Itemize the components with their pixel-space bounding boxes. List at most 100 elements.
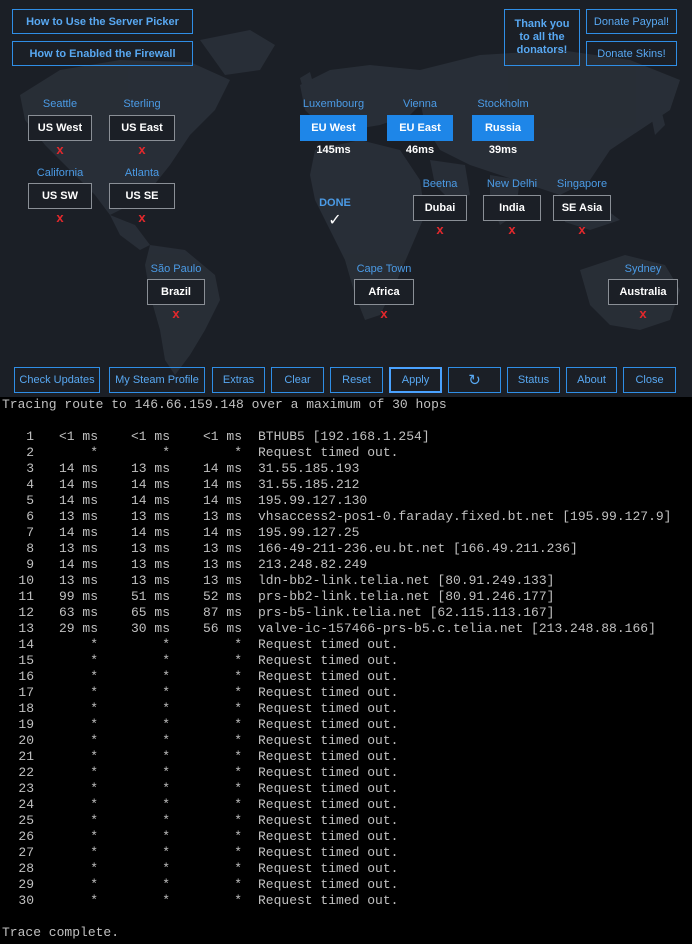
hop-time-1: *	[90, 701, 98, 716]
hop-time-1: 63 ms	[58, 605, 98, 620]
hop-time-1: 14 ms	[58, 477, 98, 492]
blank-line	[2, 413, 692, 429]
server-button-eu-west[interactable]: EU West	[300, 115, 367, 141]
hop-time-2: 13 ms	[130, 509, 170, 524]
hop-time-1: 14 ms	[58, 525, 98, 540]
check-updates-button[interactable]: Check Updates	[14, 367, 100, 393]
server-button-us-west[interactable]: US West	[28, 115, 92, 141]
hop-host: 195.99.127.25	[258, 525, 360, 540]
server-button-india[interactable]: India	[483, 195, 541, 221]
hop-time-3: *	[234, 861, 242, 876]
server-button-dubai[interactable]: Dubai	[413, 195, 467, 221]
server-button-brazil[interactable]: Brazil	[147, 279, 205, 305]
hop-host: Request timed out.	[258, 797, 399, 812]
server-button-eu-east[interactable]: EU East	[387, 115, 453, 141]
hop-host: Request timed out.	[258, 733, 399, 748]
hop-number: 1	[26, 429, 34, 444]
hop-number: 25	[18, 813, 34, 828]
hop-time-3: 13 ms	[202, 541, 242, 556]
hop-time-2: *	[162, 701, 170, 716]
hop-time-3: *	[234, 637, 242, 652]
hop-host: Request timed out.	[258, 653, 399, 668]
hop-number: 23	[18, 781, 34, 796]
hop-time-1: *	[90, 893, 98, 908]
refresh-icon[interactable]: ↻	[448, 367, 501, 393]
hop-number: 13	[18, 621, 34, 636]
server-button-us-se[interactable]: US SE	[109, 183, 175, 209]
hop-time-1: *	[90, 653, 98, 668]
hop-host: Request timed out.	[258, 717, 399, 732]
blank-line	[2, 909, 692, 925]
clear-button[interactable]: Clear	[271, 367, 324, 393]
enable-firewall-button[interactable]: How to Enabled the Firewall	[12, 41, 193, 66]
hop-number: 27	[18, 845, 34, 860]
hop-host: Request timed out.	[258, 781, 399, 796]
hop-time-3: *	[234, 845, 242, 860]
donate-skins-button[interactable]: Donate Skins!	[586, 41, 677, 66]
hop-row: 16***Request timed out.	[2, 669, 692, 685]
hop-host: Request timed out.	[258, 445, 399, 460]
hop-host: Request timed out.	[258, 749, 399, 764]
hop-host: vhsaccess2-pos1-0.faraday.fixed.bt.net […	[258, 509, 672, 524]
hop-time-3: *	[234, 445, 242, 460]
hop-time-1: 13 ms	[58, 541, 98, 556]
hop-number: 7	[26, 525, 34, 540]
trace-header: Tracing route to 146.66.159.148 over a m…	[2, 397, 447, 412]
hop-host: prs-b5-link.telia.net [62.115.113.167]	[258, 605, 555, 620]
server-button-australia[interactable]: Australia	[608, 279, 678, 305]
hop-time-3: *	[234, 877, 242, 892]
hop-time-1: *	[90, 669, 98, 684]
reset-button[interactable]: Reset	[330, 367, 383, 393]
server-unavailable-icon: x	[138, 142, 146, 157]
hop-time-3: *	[234, 765, 242, 780]
hop-time-1: 29 ms	[58, 621, 98, 636]
hop-time-3: 14 ms	[202, 477, 242, 492]
how-to-use-button[interactable]: How to Use the Server Picker	[12, 9, 193, 34]
hop-time-1: <1 ms	[58, 429, 98, 444]
status-button[interactable]: Status	[507, 367, 560, 393]
hop-time-3: *	[234, 701, 242, 716]
hop-row: 29***Request timed out.	[2, 877, 692, 893]
apply-button[interactable]: Apply	[389, 367, 442, 393]
server-button-se-asia[interactable]: SE Asia	[553, 195, 611, 221]
hop-time-2: 13 ms	[130, 541, 170, 556]
server-button-russia[interactable]: Russia	[472, 115, 534, 141]
hop-time-1: *	[90, 829, 98, 844]
server-button-africa[interactable]: Africa	[354, 279, 414, 305]
hop-time-1: 99 ms	[58, 589, 98, 604]
about-button[interactable]: About	[566, 367, 617, 393]
ping-value-eu-east: 46ms	[405, 144, 435, 156]
hop-time-1: *	[90, 765, 98, 780]
hop-time-3: 56 ms	[202, 621, 242, 636]
hop-time-2: *	[162, 877, 170, 892]
steam-profile-button[interactable]: My Steam Profile	[109, 367, 205, 393]
hop-time-1: *	[90, 717, 98, 732]
hop-time-3: *	[234, 733, 242, 748]
hop-time-2: 14 ms	[130, 477, 170, 492]
extras-button[interactable]: Extras	[212, 367, 265, 393]
donate-paypal-button[interactable]: Donate Paypal!	[586, 9, 677, 34]
server-button-us-east[interactable]: US East	[109, 115, 175, 141]
hop-time-3: 14 ms	[202, 525, 242, 540]
city-label-sterling: Sterling	[123, 98, 161, 110]
hop-number: 21	[18, 749, 34, 764]
hop-time-1: 14 ms	[58, 461, 98, 476]
hop-time-2: *	[162, 765, 170, 780]
hop-time-1: *	[90, 861, 98, 876]
close-button[interactable]: Close	[623, 367, 676, 393]
hop-host: Request timed out.	[258, 861, 399, 876]
city-label-seattle: Seattle	[42, 98, 78, 110]
hop-time-3: *	[234, 893, 242, 908]
hop-time-3: *	[234, 781, 242, 796]
hop-number: 16	[18, 669, 34, 684]
hop-row: 27***Request timed out.	[2, 845, 692, 861]
server-button-us-sw[interactable]: US SW	[28, 183, 92, 209]
hop-host: Request timed out.	[258, 685, 399, 700]
hop-time-1: *	[90, 685, 98, 700]
hop-time-3: *	[234, 717, 242, 732]
